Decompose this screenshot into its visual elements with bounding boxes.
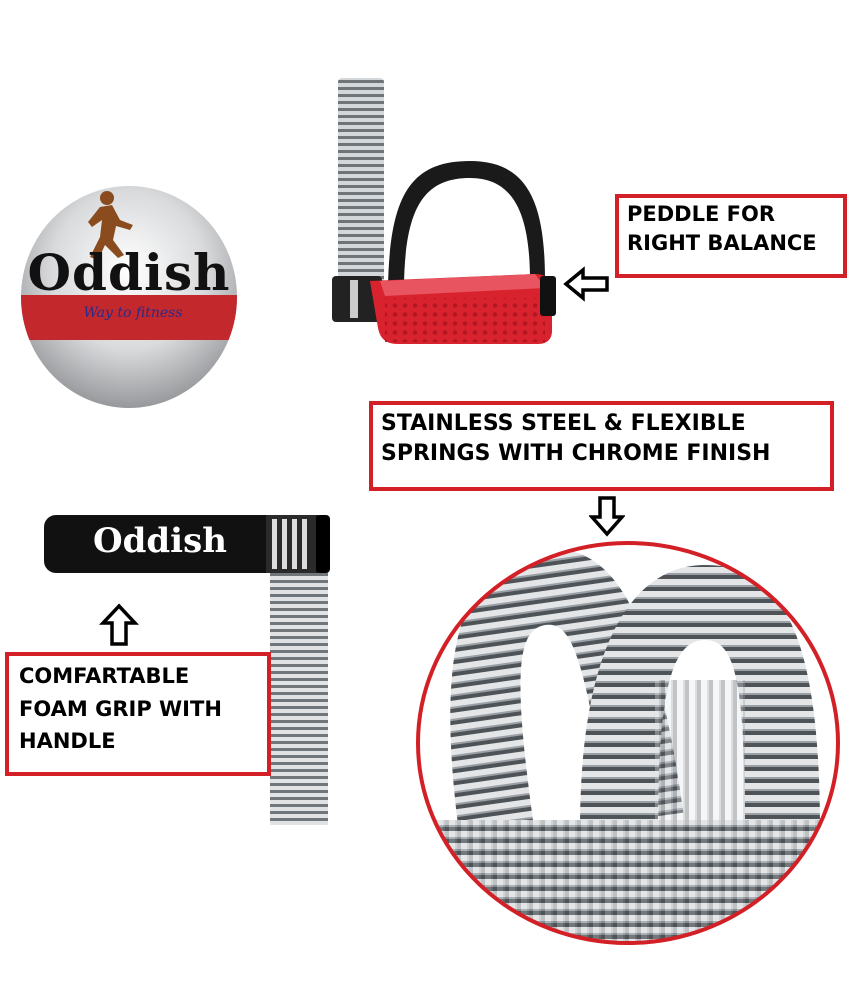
pedal-callout-line2: RIGHT BALANCE	[627, 230, 817, 255]
pedal-callout: PEDDLE FOR RIGHT BALANCE	[615, 194, 847, 278]
pedal-image	[330, 76, 570, 351]
spring-callout-line1: STAINLESS STEEL & FLEXIBLE	[381, 411, 746, 436]
runner-icon	[88, 191, 133, 260]
grip-callout-line3: HANDLE	[19, 729, 116, 754]
spring-callout-line2: SPRINGS WITH CHROME FINISH	[381, 441, 771, 467]
grip-callout-line2: FOAM GRIP WITH	[19, 696, 222, 721]
handle-brand-text: Oddish	[93, 521, 227, 561]
spring-closeup-image	[400, 530, 850, 965]
grip-callout-line1: COMFARTABLE	[19, 664, 190, 688]
logo-brand-text: Oddish	[27, 243, 231, 302]
handle-image: Oddish	[40, 513, 335, 828]
spring-callout: STAINLESS STEEL & FLEXIBLE SPRINGS WITH …	[369, 401, 834, 491]
logo-badge-graphic	[21, 186, 237, 408]
logo-tagline: Way to fitness	[83, 305, 183, 321]
arrow-left-icon	[563, 266, 611, 302]
arrow-down-icon	[588, 495, 626, 537]
arrow-up-icon	[98, 603, 140, 647]
pedal-callout-line1: PEDDLE FOR	[627, 202, 776, 226]
brand-logo: Oddish Way to fitness	[20, 185, 238, 410]
grip-callout: COMFARTABLE FOAM GRIP WITH HANDLE	[5, 652, 271, 776]
